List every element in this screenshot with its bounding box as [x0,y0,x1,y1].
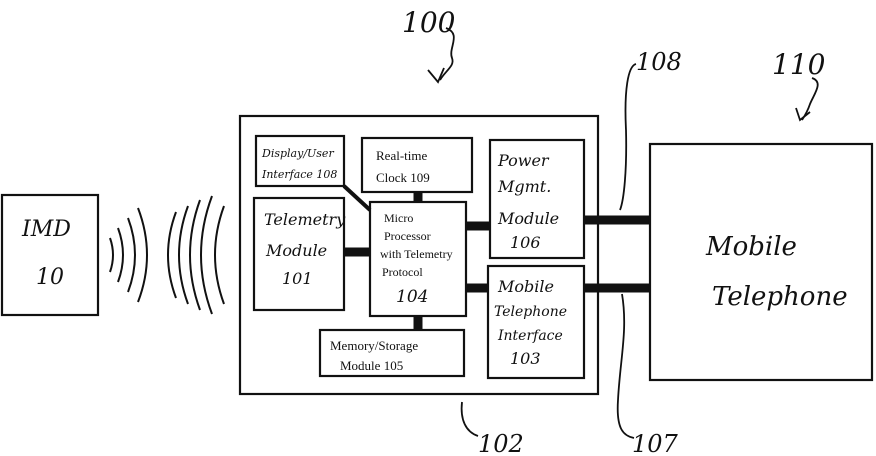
power-line4: 106 [510,233,541,252]
telemetry-line3: 101 [282,269,313,288]
phone-line1: Mobile [705,232,797,262]
telemetry-line1: Telemetry [264,210,346,229]
micro-line5: 104 [396,287,428,307]
wireless-signal-icon [110,196,224,314]
display-line2: Interface 108 [261,168,337,181]
micro-line3: with Telemetry [380,247,453,261]
mti-line2: Telephone [494,304,567,320]
memory-line2: Module 105 [340,358,403,373]
ref-100-arrowhead [428,68,444,82]
imd-box [2,195,98,315]
ref-107-label: 107 [632,430,679,456]
ref-110-label: 110 [772,48,825,81]
mti-line3: Interface [497,328,563,344]
ref-107-leader [618,294,634,438]
ref-100-label: 100 [402,6,455,39]
clock-line1: Real-time [376,148,427,163]
ref-108-label: 108 [636,48,682,76]
phone-box [650,144,872,380]
phone-line2: Telephone [712,282,848,312]
micro-line4: Protocol [382,265,423,279]
telemetry-line2: Module [265,241,327,260]
clock-line2: Clock 109 [376,170,430,185]
micro-line1: Micro [384,211,413,225]
memory-line1: Memory/Storage [330,338,418,353]
ref-110-arrow [802,78,818,120]
power-line2: Mgmt. [497,177,551,196]
ref-108-leader [620,64,636,210]
imd-label: IMD [21,217,71,242]
imd-number: 10 [36,265,64,290]
ref-102-leader [462,402,478,436]
mti-line1: Mobile [497,277,554,296]
ref-102-label: 102 [478,430,524,456]
power-line3: Module [497,209,559,228]
micro-line2: Processor [384,229,431,243]
mti-line4: 103 [510,349,541,368]
power-line1: Power [497,151,550,170]
display-line1: Display/User [261,147,334,160]
